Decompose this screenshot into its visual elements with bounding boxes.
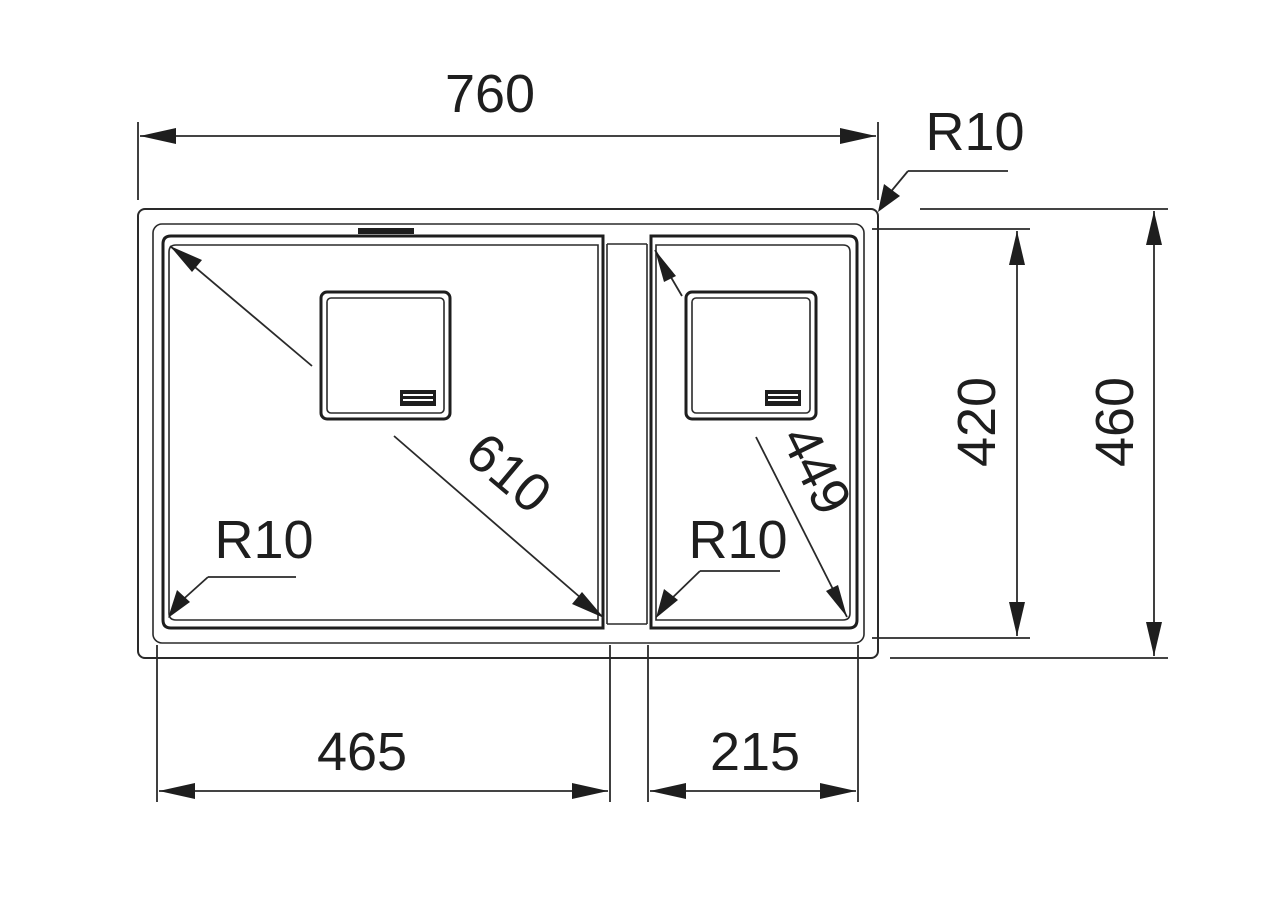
- dimension-left-bowl-corner-radius: R10: [168, 510, 314, 618]
- left-bowl-edge: [161, 234, 605, 630]
- left-bowl-inner-edge: [168, 244, 599, 621]
- right-brand-logo: [765, 390, 801, 406]
- dimension-overall-depth: 460: [890, 208, 1168, 659]
- outer-corner-radius-label: R10: [925, 102, 1024, 162]
- sink-outline: [137, 208, 879, 659]
- left-drain-basket-inner: [326, 297, 445, 414]
- bowl-divider: [606, 243, 648, 625]
- overflow-slot: [358, 228, 414, 234]
- right-bowl-diagonal-label: 449: [769, 416, 862, 523]
- inner-rim: [152, 223, 865, 644]
- left-brand-logo: [400, 390, 436, 406]
- left-bowl-corner-radius-label: R10: [214, 510, 313, 570]
- overall-depth-label: 460: [1085, 377, 1145, 467]
- right-drain-basket: [684, 290, 818, 421]
- dimension-inner-depth: 420: [872, 228, 1030, 639]
- right-bowl-width-label: 215: [710, 722, 800, 782]
- left-drain-basket: [319, 290, 452, 421]
- dimension-right-bowl-width: 215: [647, 645, 859, 802]
- inner-depth-label: 420: [947, 377, 1007, 467]
- left-bowl: [161, 228, 605, 630]
- right-bowl-corner-radius-label: R10: [688, 510, 787, 570]
- dimension-right-bowl-corner-radius: R10: [656, 510, 788, 618]
- left-bowl-diagonal-label: 610: [455, 421, 563, 525]
- right-drain-basket-inner: [691, 297, 811, 414]
- dimension-left-bowl-width: 465: [156, 645, 611, 802]
- dimension-overall-width: 760: [137, 64, 879, 200]
- dimension-outer-corner-radius: R10: [878, 102, 1025, 212]
- left-bowl-width-label: 465: [317, 722, 407, 782]
- outer-rim: [137, 208, 879, 659]
- right-bowl-edge: [649, 234, 859, 630]
- right-bowl-inner-edge: [655, 244, 851, 621]
- overall-width-label: 760: [445, 64, 535, 124]
- right-bowl: [649, 234, 859, 630]
